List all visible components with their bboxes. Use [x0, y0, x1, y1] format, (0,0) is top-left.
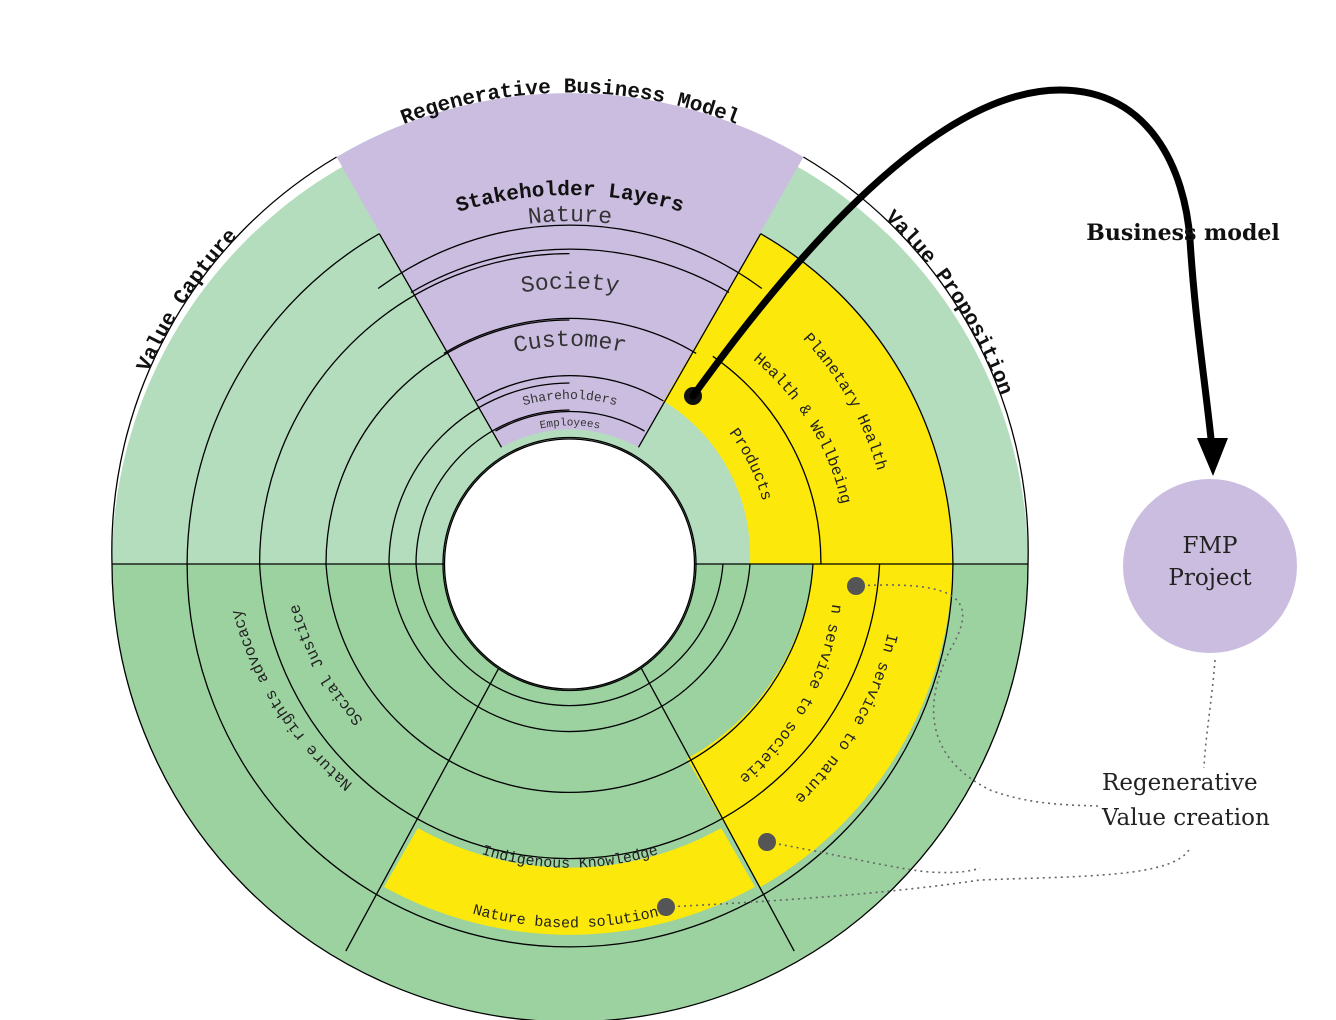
connector-project — [1203, 659, 1216, 769]
value-creation-label-line1: Regenerative — [1102, 770, 1258, 796]
connector-nature-service — [766, 841, 981, 874]
diagram-lines — [111, 156, 1029, 1020]
sector-value-proposition-band — [663, 233, 953, 564]
nbs-dot — [657, 898, 675, 916]
diagram-sectors — [112, 93, 1028, 1020]
business-model-label: Business model — [1086, 220, 1279, 246]
connector-nbs — [665, 847, 1191, 908]
arrowhead-icon — [1197, 438, 1228, 476]
sector-in-service-band — [686, 564, 953, 887]
project-circle — [1123, 479, 1297, 653]
value-creation-label-line2: Value creation — [1101, 805, 1270, 831]
sector-stakeholder-wedge — [336, 93, 804, 448]
stakeholder-ring-arcs — [111, 156, 1029, 1020]
dotted-connectors — [665, 584, 1216, 908]
layer-society-label: Society — [519, 269, 621, 299]
nature-service-dot — [758, 833, 776, 851]
project-label-line2: Project — [1168, 565, 1252, 591]
center-hole — [443, 438, 696, 690]
business-model-arrow — [689, 86, 1216, 452]
project-label-line1: FMP — [1183, 533, 1238, 559]
societies-dot — [847, 577, 865, 595]
layer-employees-label: Employees — [539, 417, 601, 432]
